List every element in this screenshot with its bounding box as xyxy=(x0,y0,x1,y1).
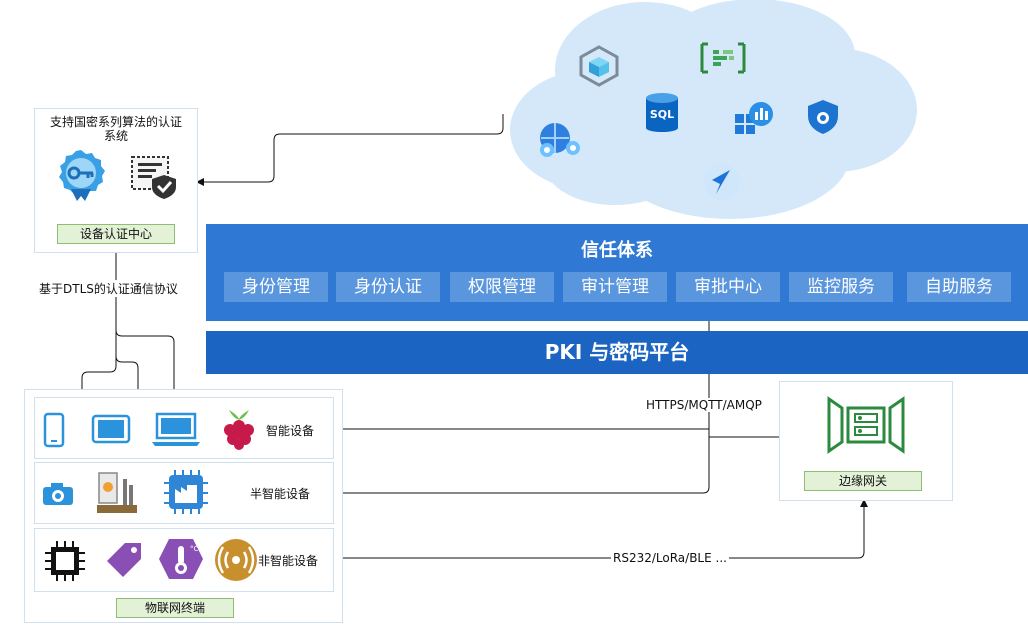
edge-gateway-label: 边缘网关 xyxy=(804,471,922,491)
log-analytics-icon xyxy=(700,42,746,74)
edge-gateway-box: 边缘网关 xyxy=(779,381,953,501)
protocol-label-top: HTTPS/MQTT/AMQP xyxy=(646,398,762,412)
tablet-icon xyxy=(91,414,131,444)
raspberry-pi-icon xyxy=(224,410,254,450)
sql-icon: SQL xyxy=(646,93,678,132)
verified-document-icon xyxy=(131,156,176,199)
auth-center-label: 设备认证中心 xyxy=(57,224,175,244)
cube-service-icon xyxy=(579,45,619,87)
rfid-tag-icon xyxy=(107,543,141,577)
protocol-label-bottom: RS232/LoRa/BLE ... xyxy=(611,551,729,565)
non-smart-devices-label: 非智能设备 xyxy=(258,552,319,569)
semi-smart-devices-label: 半智能设备 xyxy=(250,487,311,501)
temperature-sensor-icon: °C xyxy=(159,539,203,579)
smartphone-icon xyxy=(43,412,65,448)
cloud xyxy=(510,0,917,219)
trust-item-approval-center[interactable]: 审批中心 xyxy=(676,272,780,302)
shield-security-icon xyxy=(808,100,838,134)
certificate-key-icon xyxy=(59,150,105,201)
smart-factory-chip-icon xyxy=(164,470,208,514)
dtls-protocol-label: 基于DTLS的认证通信协议 xyxy=(37,280,180,297)
trust-item-self-service[interactable]: 自助服务 xyxy=(907,272,1011,302)
svg-text:°C: °C xyxy=(190,545,199,553)
trust-system-title: 信任体系 xyxy=(581,240,653,261)
smart-devices-label: 智能设备 xyxy=(266,424,315,438)
trust-item-identity-authentication[interactable]: 身份认证 xyxy=(336,272,440,302)
cpu-chip-icon xyxy=(45,541,85,581)
iot-terminals-label: 物联网终端 xyxy=(116,598,234,618)
network-globe-icon xyxy=(540,123,580,157)
industrial-meter-icon xyxy=(97,472,137,513)
auth-center-title: 支持国密系列算法的认证系统 xyxy=(49,115,182,143)
trust-item-audit-management[interactable]: 审计管理 xyxy=(563,272,667,302)
semi-smart-devices-row: 半智能设备 xyxy=(34,462,334,524)
smart-devices-row: 智能设备 xyxy=(34,397,334,459)
pki-platform-panel: PKI 与密码平台 xyxy=(206,331,1028,374)
trust-item-monitoring-service[interactable]: 监控服务 xyxy=(789,272,893,302)
gateway-icon xyxy=(827,396,905,454)
trust-item-permission-management[interactable]: 权限管理 xyxy=(450,272,554,302)
auth-center-box: 支持国密系列算法的认证系统 设备认证中心 xyxy=(34,108,198,253)
non-smart-devices-row: °C 非智能设备 xyxy=(34,528,334,592)
navigation-icon xyxy=(704,164,740,200)
wireless-signal-icon xyxy=(215,539,257,581)
camera-icon xyxy=(43,483,73,505)
trust-item-identity-management[interactable]: 身份管理 xyxy=(224,272,328,302)
svg-text:SQL: SQL xyxy=(650,108,674,121)
analytics-icon xyxy=(735,102,773,134)
trust-system-panel: 信任体系 身份管理 身份认证 权限管理 审计管理 审批中心 监控服务 自助服务 xyxy=(206,224,1028,321)
laptop-icon xyxy=(152,412,200,446)
